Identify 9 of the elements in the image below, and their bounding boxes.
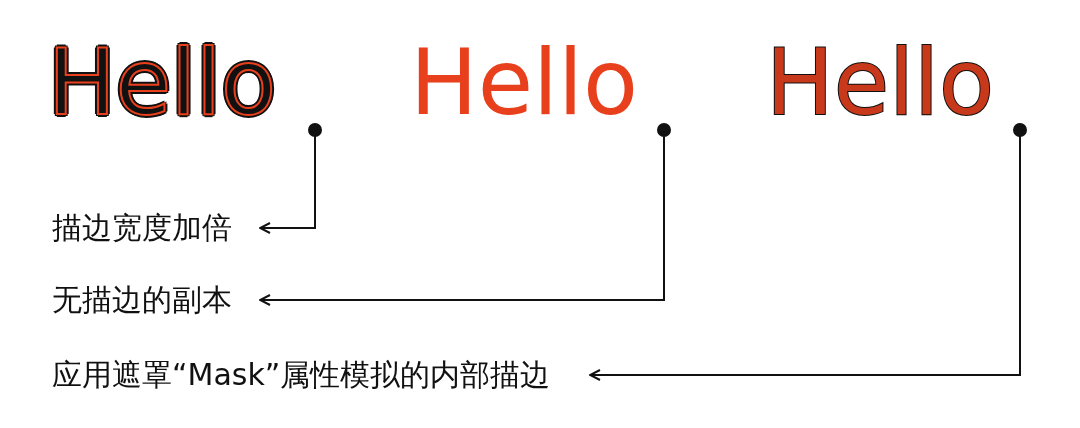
styled-word: Hello xyxy=(48,38,277,128)
caption-text: 描边宽度加倍 xyxy=(52,209,232,247)
caption-text: 应用遮罩“Mask”属性模拟的内部描边 xyxy=(52,356,551,394)
caption-text: 无描边的副本 xyxy=(52,281,232,319)
styled-word: Hello xyxy=(410,38,639,128)
leader-arrow xyxy=(259,123,671,306)
styled-word: Hello xyxy=(766,38,995,128)
leader-arrow xyxy=(259,123,322,234)
leader-arrow xyxy=(589,123,1027,381)
